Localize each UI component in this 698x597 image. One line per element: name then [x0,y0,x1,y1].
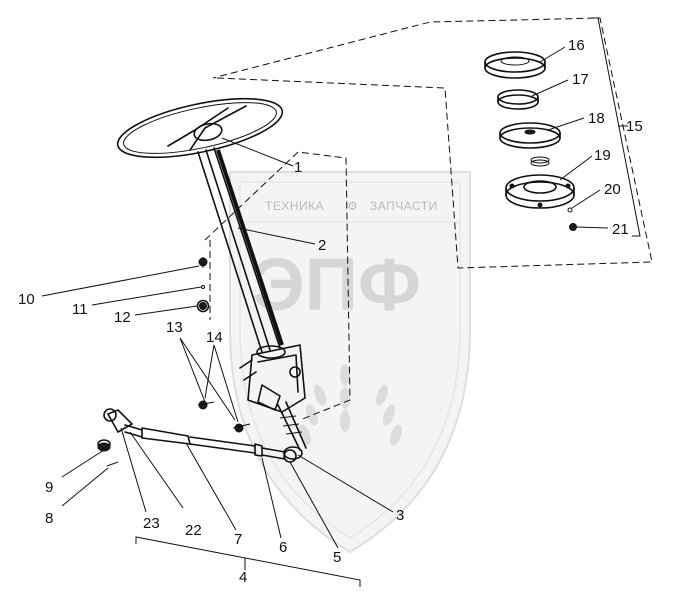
mounting-hardware [196,257,251,433]
callout-20: 20 [604,181,621,198]
gear-icon: ⚙ [347,199,358,213]
callout-11: 11 [72,301,88,318]
leader-lines [41,46,609,549]
callout-10: 10 [18,291,35,308]
callout-15: 15 [626,118,643,135]
callout-9: 9 [45,479,53,496]
callout-19: 19 [594,147,611,164]
callout-3: 3 [396,507,404,524]
steering-gear-box [239,344,307,460]
callout-12: 12 [114,309,131,326]
callout-7: 7 [234,531,242,548]
callout-13: 13 [166,319,183,336]
callout-17: 17 [572,71,589,88]
watermark-tagline-right: ЗАПЧАСТИ [370,199,438,213]
callout-18: 18 [588,110,605,127]
steering-column [197,147,286,359]
callout-1: 1 [294,159,302,176]
callouts: 1 2 3 4 5 6 7 8 9 10 11 12 13 14 15 16 1… [18,37,643,586]
callout-23: 23 [143,515,160,532]
watermark: ТЕХНИКА ⚙ ЗАПЧАСТИ ЭПФ [229,171,471,554]
callout-16: 16 [568,37,585,54]
callout-14: 14 [206,329,223,346]
watermark-logo: ЭПФ [252,243,421,326]
steering-shaft [216,149,284,346]
exploded-view-frames [204,17,653,421]
watermark-tagline-left: ТЕХНИКА [265,199,324,213]
steering-wheel [116,97,284,159]
pitman-arm [277,401,307,451]
watermark-shield [229,171,471,554]
tie-rod-assembly [97,408,297,467]
callout-21: 21 [612,221,629,238]
callout-6: 6 [279,539,287,556]
callout-8: 8 [45,510,53,527]
group-brackets [135,17,641,587]
callout-22: 22 [185,522,202,539]
callout-4: 4 [239,569,247,586]
callout-2: 2 [318,237,326,254]
bearing-stack [484,51,577,231]
callout-5: 5 [333,549,341,566]
